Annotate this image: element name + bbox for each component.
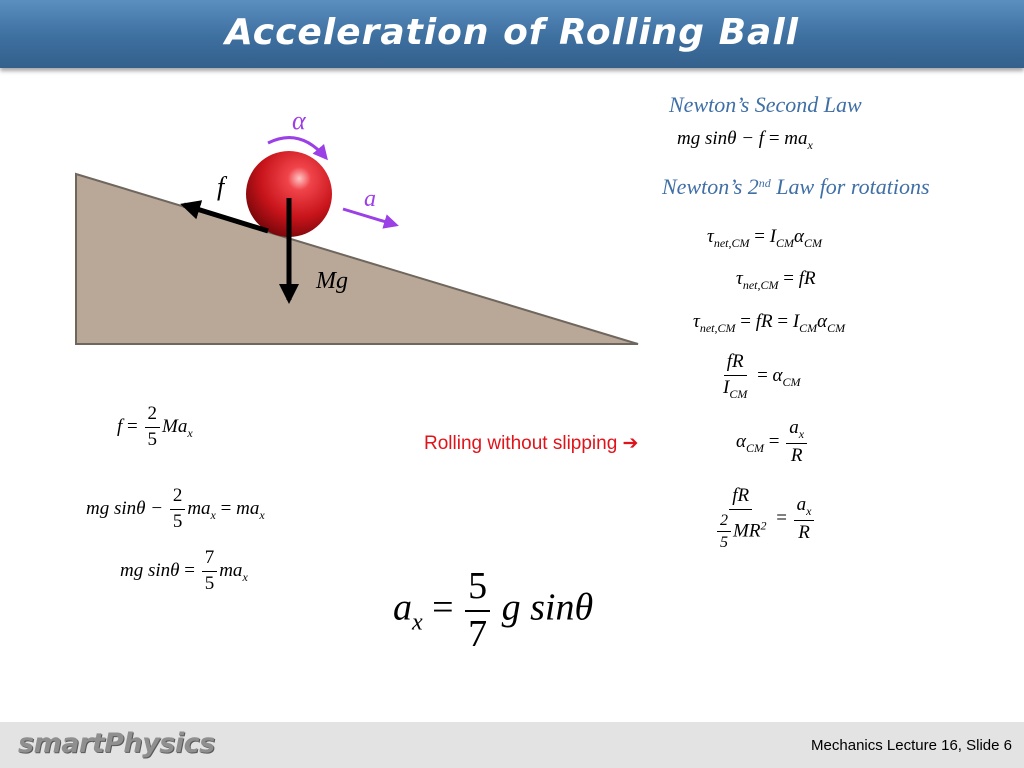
- alpha-label: α: [292, 106, 306, 135]
- rotation-equation-2: τnet,CM = fR: [736, 268, 816, 292]
- mg-label: Mg: [316, 268, 348, 294]
- rotation-law-heading: Newton’s 2nd Law for rotations: [662, 174, 930, 199]
- f-label: f: [217, 172, 225, 201]
- newton-second-law-equation: mg sinθ − f = max: [677, 128, 813, 152]
- incline-ramp: [75, 172, 639, 345]
- a-label: a: [364, 186, 376, 212]
- slide-reference: Mechanics Lecture 16, Slide 6: [811, 737, 1012, 754]
- title-bar: [0, 0, 1024, 68]
- smartphysics-logo: smartPhysics: [18, 728, 215, 759]
- rolling-without-slipping-note: Rolling without slipping ➔: [424, 433, 639, 454]
- newton-second-law-heading: Newton’s Second Law: [669, 92, 862, 117]
- rotation-equation-3: τnet,CM = fR = ICMαCM: [693, 311, 846, 335]
- friction-arrow: [180, 200, 269, 234]
- acceleration-arrow: [342, 207, 399, 229]
- slide-title: Acceleration of Rolling Ball: [224, 12, 800, 53]
- rotation-equation-1: τnet,CM = ICMαCM: [707, 226, 823, 250]
- footer-bar: [0, 722, 1024, 768]
- angular-acceleration-arrow: [267, 136, 328, 161]
- rolling-ball: [246, 151, 332, 237]
